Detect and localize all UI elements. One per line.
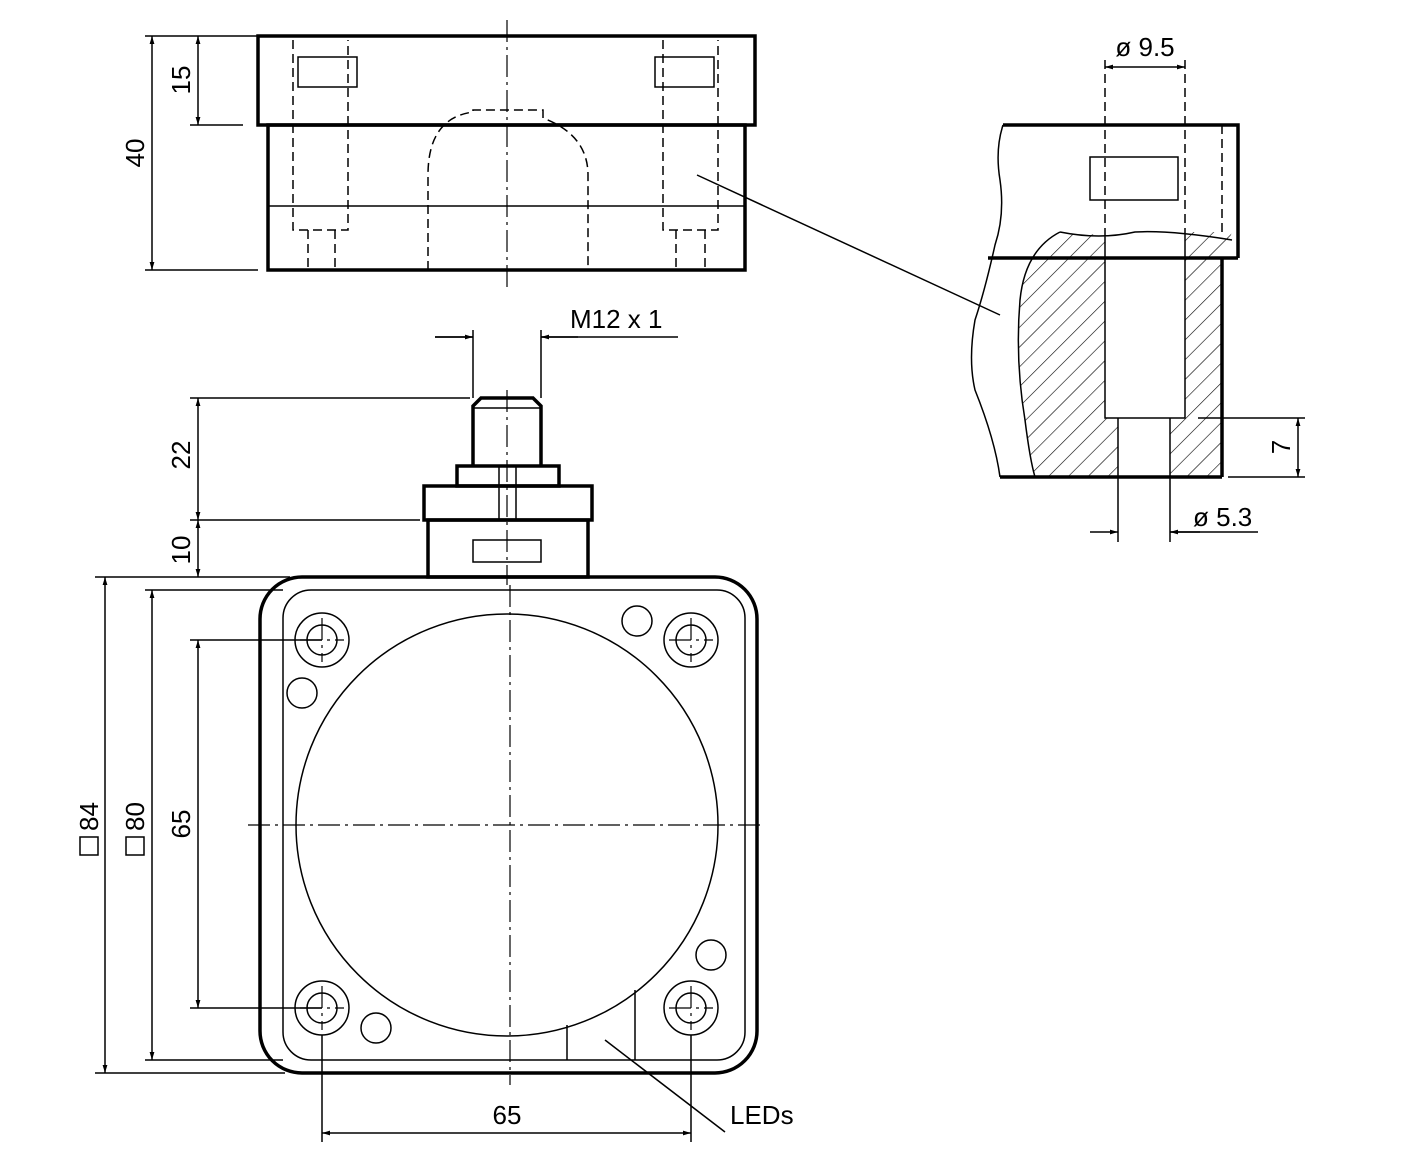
- square-symbol-icon: [79, 836, 99, 856]
- dim-40: 40: [120, 139, 150, 168]
- leds-label: LEDs: [730, 1100, 794, 1130]
- side-dimensions: 15 40: [120, 35, 258, 271]
- connector: [422, 390, 594, 585]
- dim-80: 80: [120, 802, 150, 831]
- dim-hole: ø 5.3: [1193, 502, 1252, 532]
- dim-10: 10: [166, 536, 196, 565]
- dim-15: 15: [166, 66, 196, 95]
- dim-65-vertical: 65: [166, 810, 196, 839]
- slot-left: [297, 56, 358, 88]
- dim-65-horizontal: 65: [493, 1100, 522, 1130]
- dim-84: 84: [74, 802, 104, 831]
- front-view: LEDs: [248, 390, 794, 1133]
- mounting-holes: [294, 612, 719, 1036]
- dim-22: 22: [166, 441, 196, 470]
- dim-thread: M12 x 1: [570, 304, 663, 334]
- dim-7: 7: [1266, 440, 1296, 454]
- front-dimensions: M12 x 1 22 10 65 84 80 65: [74, 304, 692, 1142]
- led-window: [566, 990, 636, 1060]
- square-symbol-icon: [125, 836, 145, 856]
- slot-right: [654, 56, 715, 88]
- leds-leader: [604, 1039, 726, 1133]
- detail-section: ø 9.5 7 ø 5.3: [970, 32, 1305, 542]
- detail-leader: [696, 174, 1001, 316]
- dim-counterbore: ø 9.5: [1115, 32, 1174, 62]
- side-view: [256, 20, 1001, 316]
